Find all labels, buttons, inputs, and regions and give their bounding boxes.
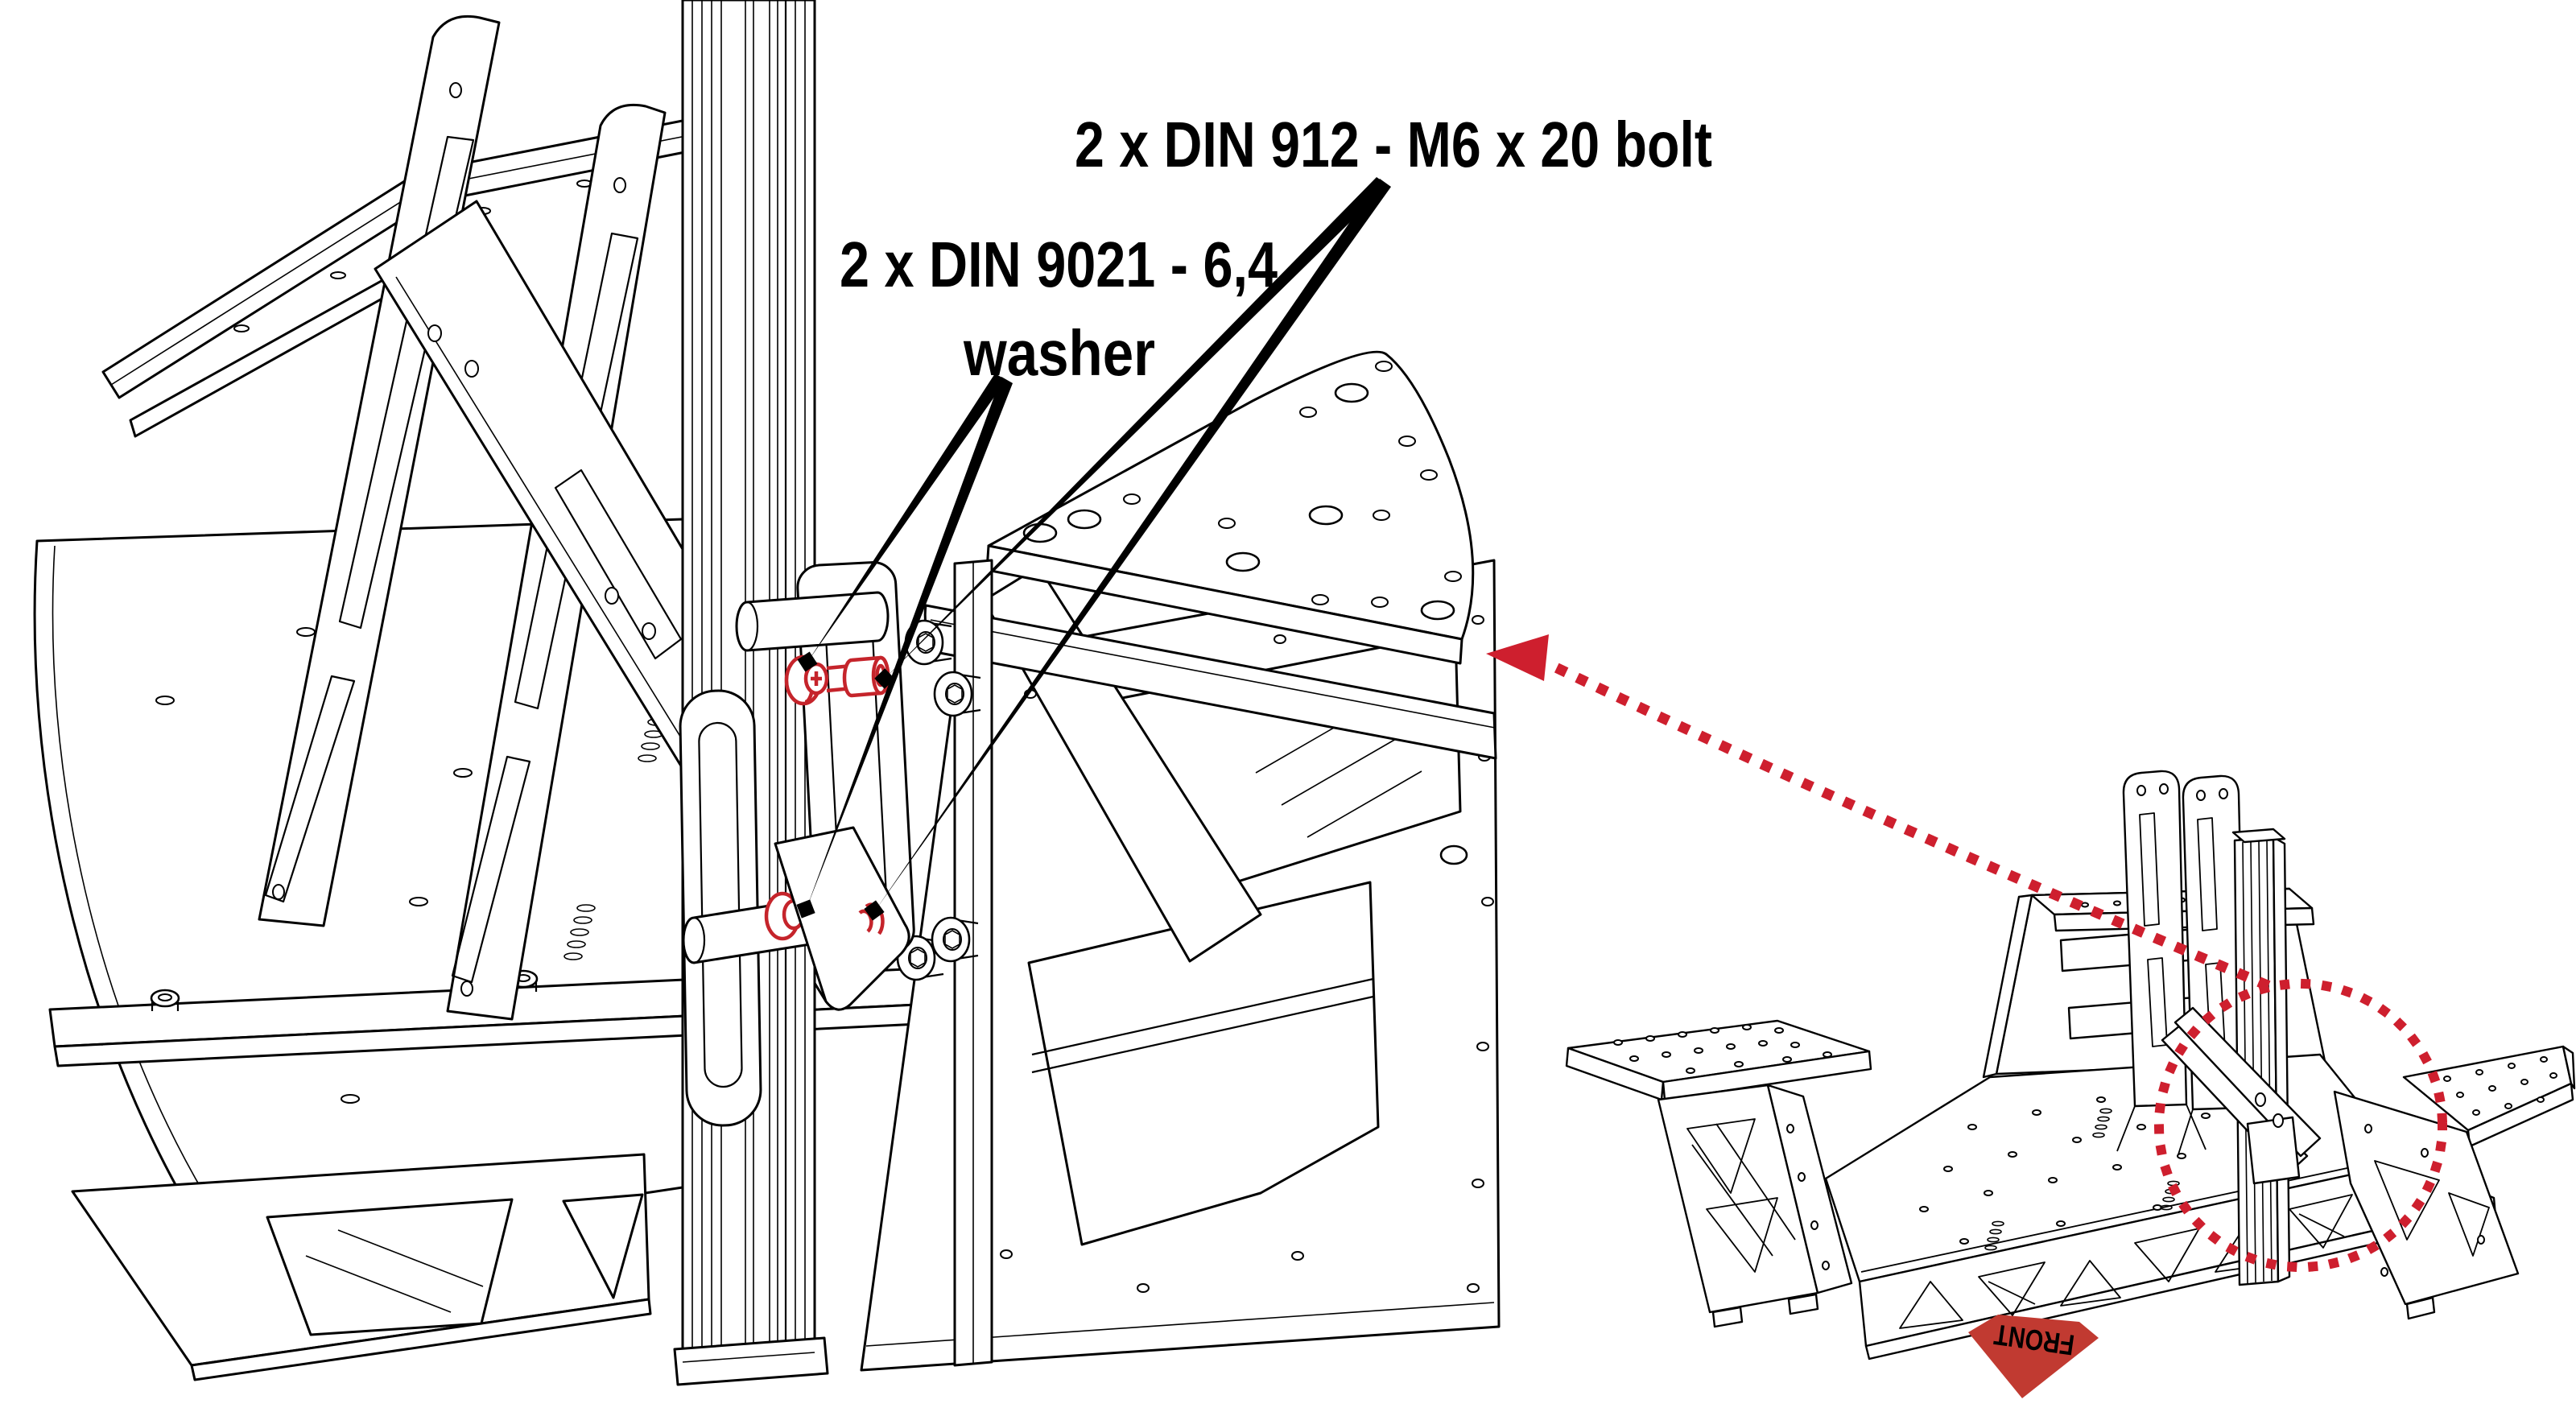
front-arrow-icon: FRONT — [1968, 1315, 2099, 1398]
detail-view: 2 x DIN 912 - M6 x 20 bolt 2 x DIN 9021 … — [33, 0, 1712, 1386]
leader-line — [808, 374, 1006, 661]
leader-tip — [874, 668, 895, 689]
corner-assembly — [860, 350, 1501, 1372]
hole-pattern — [1613, 1024, 1832, 1074]
diagonal-bracket-tip-overlay — [774, 826, 910, 1011]
zoom-arrow-icon — [1537, 654, 2271, 991]
din912-bolt-with-washer-upper — [784, 654, 890, 706]
zoom-arrowhead-icon — [1486, 634, 1549, 681]
leader-lines — [796, 177, 1391, 921]
leader-line — [807, 377, 1013, 908]
panel-left-fold-band — [953, 559, 993, 1367]
hole-pattern — [2443, 1056, 2557, 1116]
left-wing-plate — [1565, 1019, 1872, 1101]
top-accessory-plate — [985, 350, 1475, 665]
leader-tip — [796, 899, 815, 919]
leader-tip — [797, 651, 818, 672]
side-panel — [860, 559, 1501, 1372]
leader-line — [876, 179, 1391, 910]
overview-diagonal-bracket — [2161, 1006, 2322, 1185]
zoom-circle-icon — [2154, 979, 2447, 1272]
extrusion-slider-plate — [679, 689, 762, 1127]
bolt-callout-label: 2 x DIN 912 - M6 x 20 bolt — [1075, 109, 1712, 180]
front-rail — [71, 1153, 652, 1381]
leader-tip — [864, 900, 885, 921]
leader-line — [885, 177, 1388, 679]
overview: FRONT — [1486, 634, 2576, 1398]
hole-pattern — [427, 324, 656, 640]
right-wing-plate — [2402, 1045, 2576, 1148]
left-wing-bracket — [1657, 1084, 1853, 1328]
spacer-tube-upper — [735, 591, 890, 652]
washer-callout-label-line2: washer — [963, 317, 1155, 389]
hole-pattern — [1022, 361, 1462, 621]
washer-callout-label-line1: 2 x DIN 9021 - 6,4 — [840, 229, 1278, 300]
